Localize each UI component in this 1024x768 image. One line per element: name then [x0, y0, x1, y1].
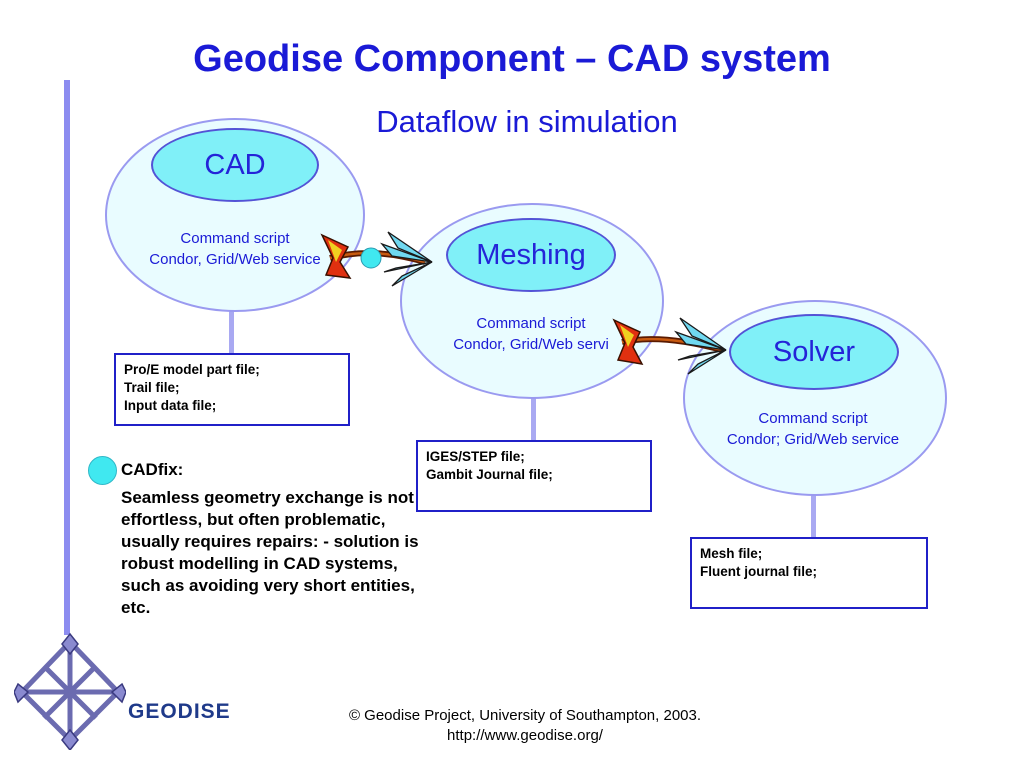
solver-file-line: Fluent journal file; — [700, 564, 817, 579]
cad-caption-line1: Command script — [180, 230, 290, 247]
slide-title: Geodise Component – CAD system — [193, 38, 831, 80]
arrow-head-2 — [673, 317, 727, 375]
solver-caption-line2: Condor; Grid/Web service — [726, 431, 900, 448]
cad-node-caption: Command script Condor, Grid/Web service — [105, 228, 365, 270]
cad-caption-line2: Condor, Grid/Web service — [149, 251, 321, 268]
meshing-node-label: Meshing — [446, 218, 616, 292]
footer-copyright: © Geodise Project, University of Southam… — [348, 707, 702, 724]
bullet-dot-icon — [88, 456, 117, 485]
geodise-logo-text: GEODISE — [128, 700, 231, 723]
meshing-file-line: Gambit Journal file; — [426, 467, 553, 482]
meshing-caption-line1: Command script — [476, 315, 586, 332]
solver-files-box: Mesh file; Fluent journal file; — [690, 537, 928, 609]
arrow-cad-to-meshing — [320, 231, 433, 287]
geodise-logo-icon — [14, 632, 126, 750]
meshing-caption-line2: Condor, Grid/Web servi — [453, 336, 609, 353]
arrow-meshing-to-solver — [612, 317, 727, 375]
footer-url: http://www.geodise.org/ — [447, 727, 603, 744]
cad-file-line: Input data file; — [124, 398, 217, 413]
cad-stem — [229, 305, 234, 355]
cad-file-line: Pro/E model part file; — [124, 362, 260, 377]
cad-node-label: CAD — [151, 128, 319, 202]
solver-node — [683, 300, 947, 496]
footer: © Geodise Project, University of Southam… — [300, 706, 750, 746]
arrow-fletching-2b — [620, 325, 634, 347]
solver-node-label: Solver — [729, 314, 899, 390]
arrow-fletching-1b — [328, 240, 342, 262]
solver-file-line: Mesh file; — [700, 546, 763, 561]
cad-file-line: Trail file; — [124, 380, 180, 395]
bullet-heading: CADfix: — [121, 460, 184, 479]
meshing-stem — [531, 392, 536, 442]
arrow-junction-dot — [360, 247, 382, 269]
solver-node-caption: Command script Condor; Grid/Web service — [683, 408, 943, 450]
meshing-files-box: IGES/STEP file; Gambit Journal file; — [416, 440, 652, 512]
meshing-node-caption: Command script Condor, Grid/Web servi — [400, 313, 662, 355]
arrow-head-1 — [379, 231, 433, 287]
cad-files-box: Pro/E model part file; Trail file; Input… — [114, 353, 350, 426]
slide-subtitle: Dataflow in simulation — [376, 104, 678, 139]
left-accent-bar — [64, 80, 70, 635]
meshing-file-line: IGES/STEP file; — [426, 449, 525, 464]
bullet-body: Seamless geometry exchange is not effort… — [121, 488, 419, 617]
solver-stem — [811, 492, 816, 538]
solver-caption-line1: Command script — [758, 410, 868, 427]
